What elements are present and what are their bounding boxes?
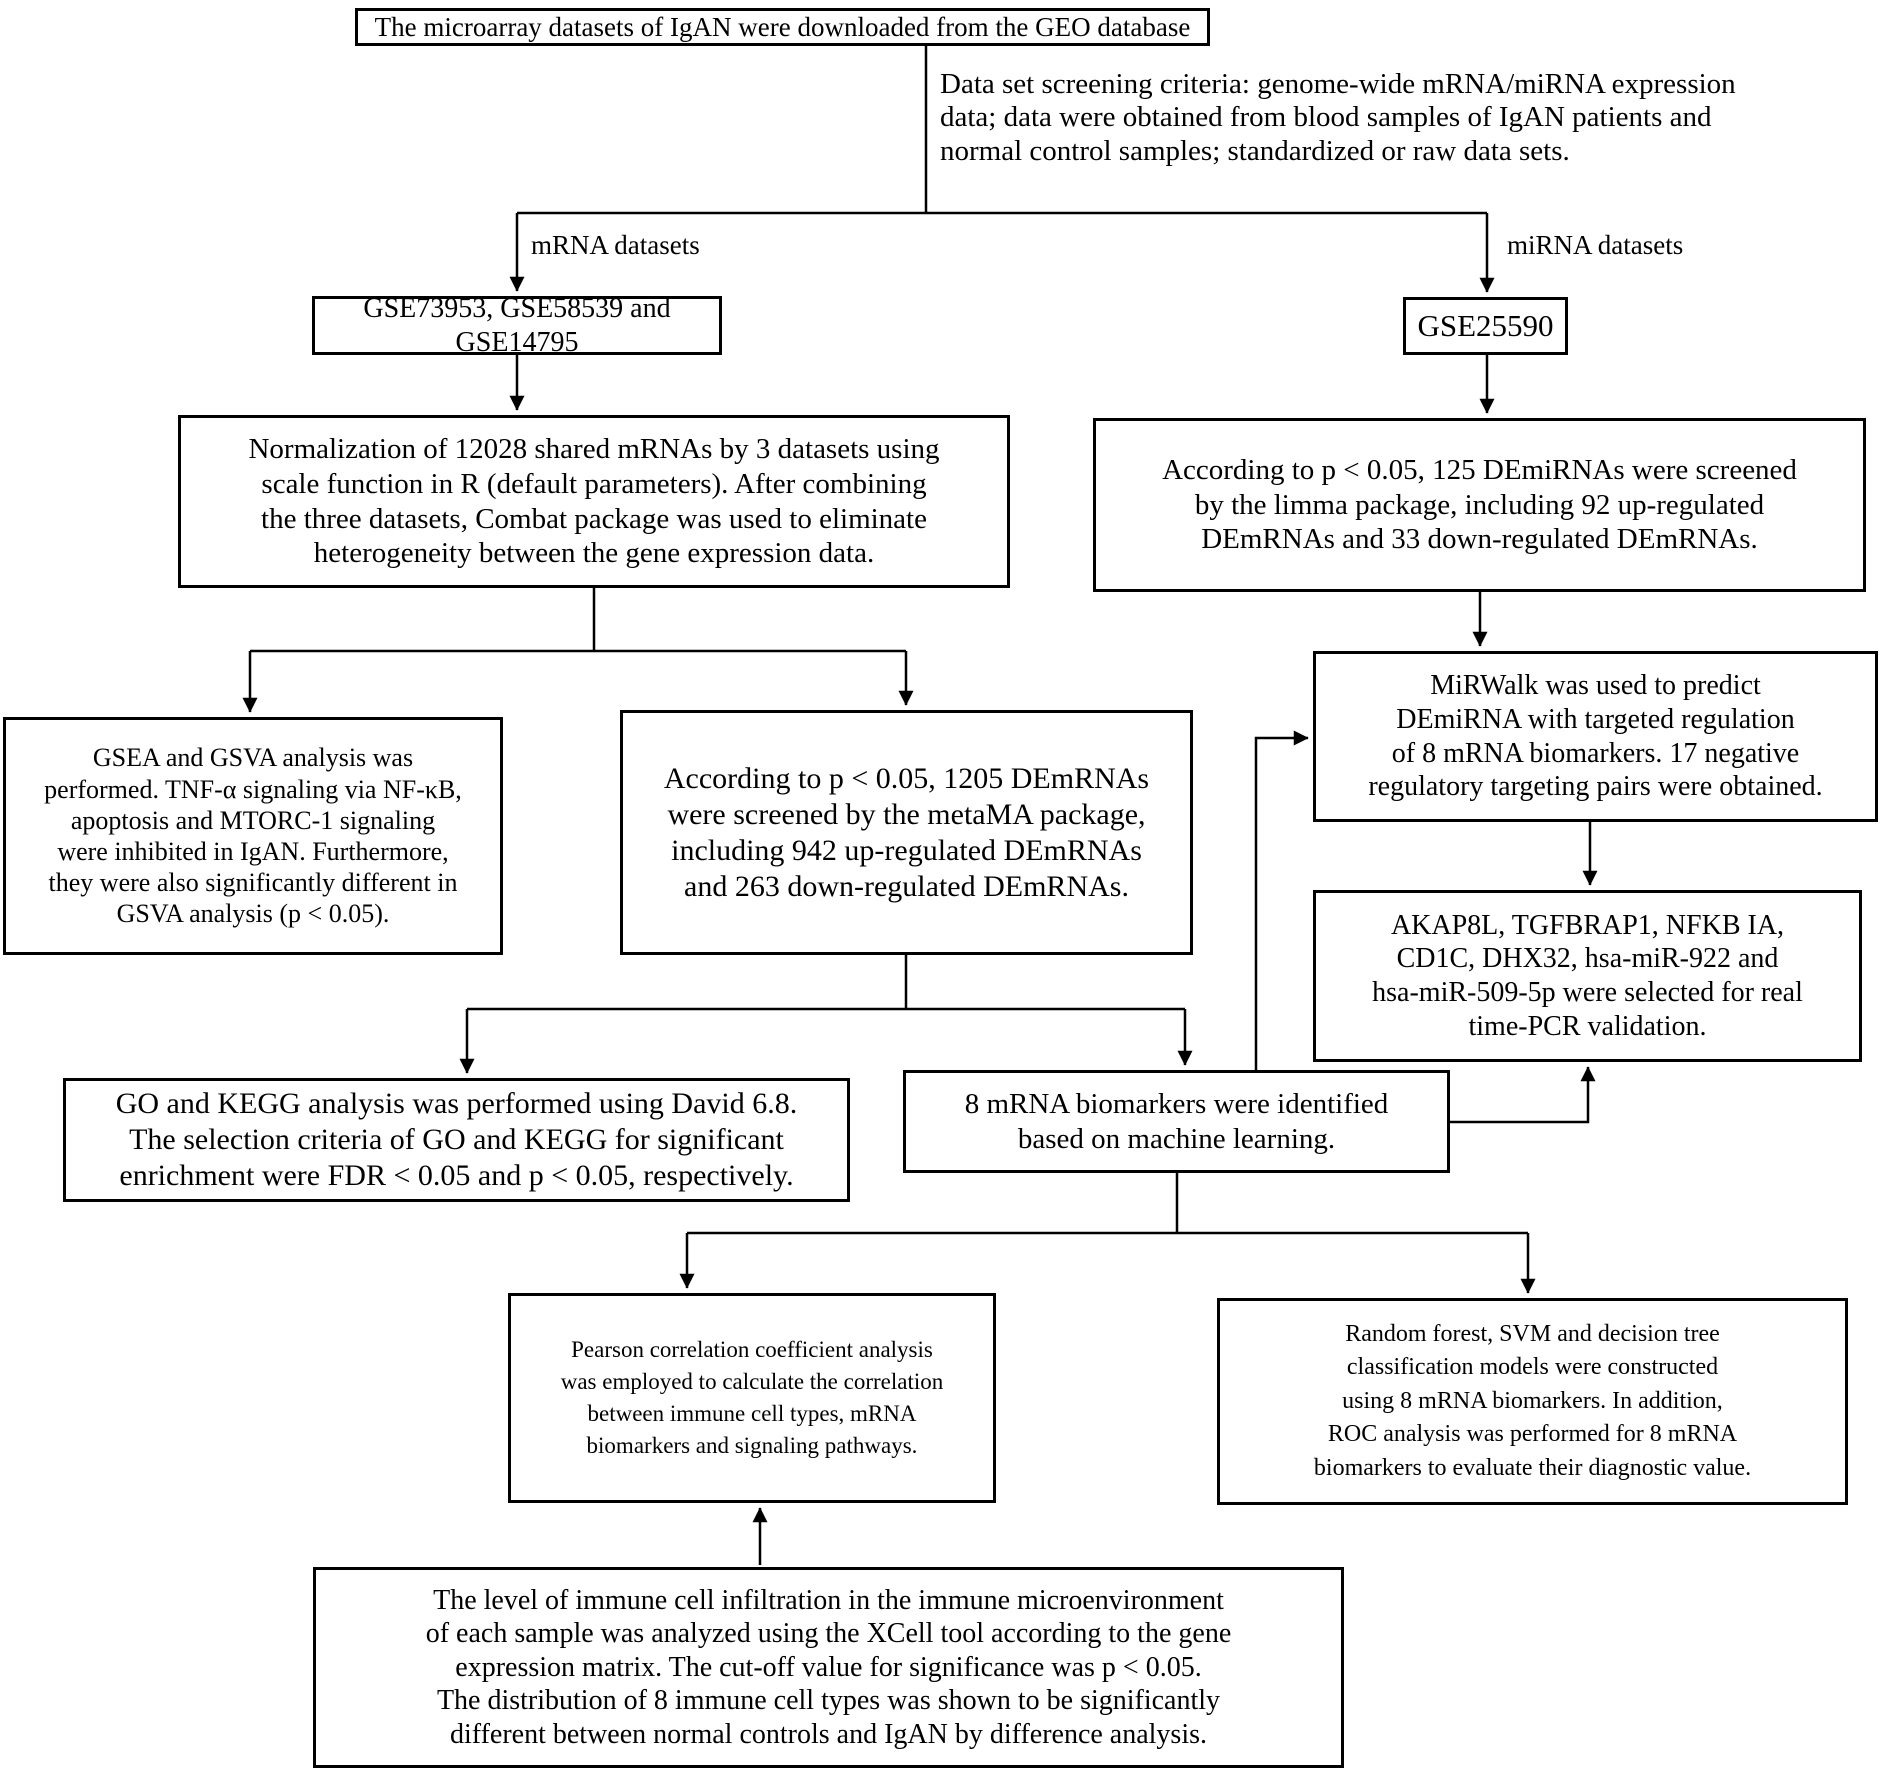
- connector-mrna-chain: [242, 355, 1193, 1074]
- connector-mirna-chain: [1472, 355, 1598, 886]
- box-mirna-dataset: GSE25590: [1403, 297, 1568, 355]
- box-geo-download: The microarray datasets of IgAN were dow…: [355, 8, 1210, 46]
- box-pcr-validation: AKAP8L, TGFBRAP1, NFKB IA, CD1C, DHX32, …: [1313, 890, 1862, 1062]
- box-mrna-datasets: GSE73953, GSE58539 and GSE14795: [312, 293, 722, 358]
- box-go-kegg: GO and KEGG analysis was performed using…: [63, 1078, 850, 1202]
- box-mirwalk: MiRWalk was used to predict DEmiRNA with…: [1313, 651, 1878, 822]
- box-demrna-screen: According to p < 0.05, 1205 DEmRNAs were…: [620, 710, 1193, 955]
- branch-label-mrna: mRNA datasets: [531, 230, 700, 260]
- connector-biomarker-links: [679, 730, 1596, 1294]
- box-biomarkers: 8 mRNA biomarkers were identified based …: [903, 1070, 1450, 1173]
- box-ml-models: Random forest, SVM and decision tree cla…: [1217, 1298, 1848, 1505]
- box-xcell: The level of immune cell infiltration in…: [313, 1567, 1344, 1768]
- box-gsea-gsva: GSEA and GSVA analysis was performed. TN…: [3, 717, 503, 955]
- box-pearson: Pearson correlation coefficient analysis…: [508, 1293, 996, 1503]
- box-normalization: Normalization of 12028 shared mRNAs by 3…: [178, 415, 1010, 588]
- box-demirna-screen: According to p < 0.05, 125 DEmiRNAs were…: [1093, 418, 1866, 592]
- screening-criteria-note: Data set screening criteria: genome-wide…: [940, 68, 1736, 167]
- connector-top-branch: [509, 46, 1495, 293]
- branch-label-mirna: miRNA datasets: [1507, 230, 1684, 260]
